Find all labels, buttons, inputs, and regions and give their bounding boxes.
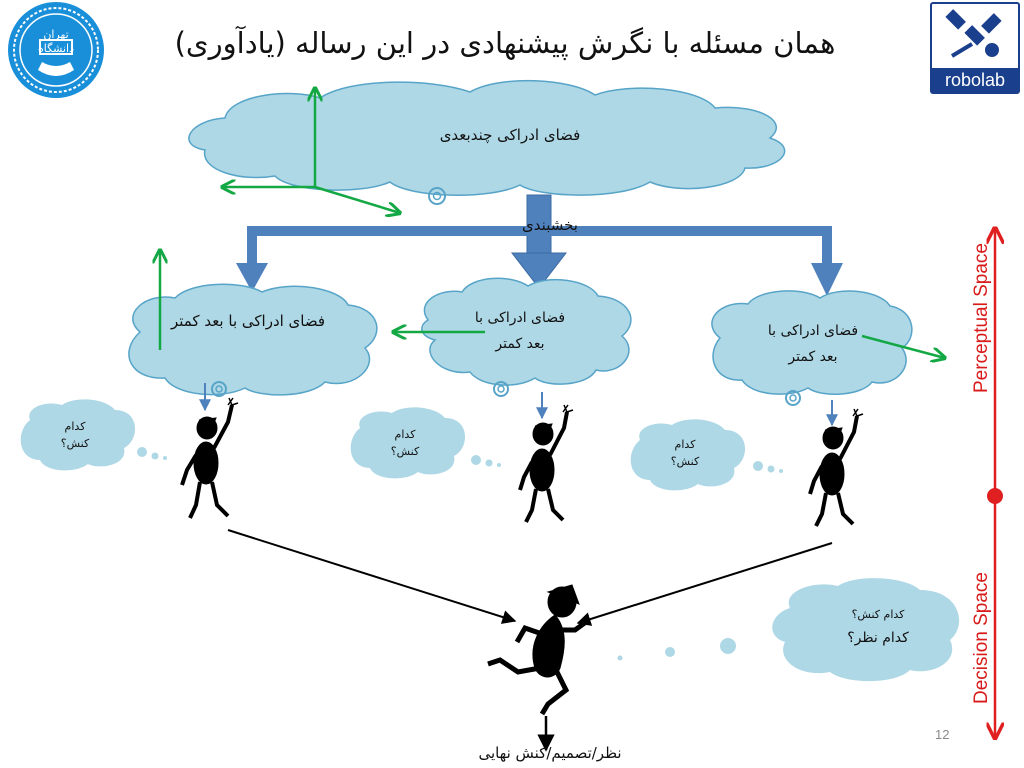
final-thought-line1: کدام کنش؟: [851, 608, 905, 621]
university-logo: تهران دانشگاه: [8, 2, 104, 98]
robolab-logo: robolab: [930, 2, 1020, 94]
agent-final: [487, 584, 588, 716]
thought-bubble-final: [617, 578, 960, 682]
sub-axes: [160, 250, 945, 358]
thought-middle-label: کدام کنش؟: [390, 428, 420, 458]
partition-arrows: [236, 194, 843, 296]
agent-middle: [518, 404, 574, 523]
top-axes: [222, 88, 400, 213]
cloud-to-agent-arrows: [199, 383, 838, 427]
middle-cloud: [421, 277, 632, 397]
svg-text:دانشگاه: دانشگاه: [38, 42, 74, 55]
slide-title: همان مسئله با نگرش پیشنهادی در این رساله…: [174, 26, 836, 60]
right-cloud-label: فضای ادراکی با بعد کمتر: [767, 323, 859, 365]
thought-right-label: کدام کنش؟: [670, 438, 700, 468]
robolab-wordmark: robolab: [932, 68, 1018, 92]
left-cloud: [128, 283, 378, 397]
middle-cloud-label: فضای ادراکی با بعد کمتر: [474, 310, 566, 352]
left-cloud-label: فضای ادراکی با بعد کمتر: [170, 312, 326, 330]
convergence-arrows: [227, 529, 833, 752]
agent-left: [180, 397, 239, 519]
space-axis: [987, 228, 1003, 738]
top-cloud: [188, 79, 786, 205]
decision-space-label: Decision Space: [971, 571, 992, 705]
slide-number: 12: [935, 727, 950, 742]
svg-text:تهران: تهران: [43, 28, 68, 41]
final-output-label: نظر/تصمیم/کنش نهایی: [478, 744, 622, 762]
top-cloud-label: فضای ادراکی چندبعدی: [439, 126, 581, 144]
thought-bubble-middle: [350, 407, 501, 479]
thought-bubble-left: [20, 399, 167, 471]
thought-left-label: کدام کنش؟: [60, 420, 90, 450]
partition-label: بخشبندی: [522, 216, 578, 234]
thought-bubble-right: [630, 419, 783, 491]
final-thought-line2: کدام نظر؟: [847, 630, 909, 646]
agent-right: [808, 408, 864, 527]
perceptual-space-label: Perceptual Space: [971, 243, 992, 393]
